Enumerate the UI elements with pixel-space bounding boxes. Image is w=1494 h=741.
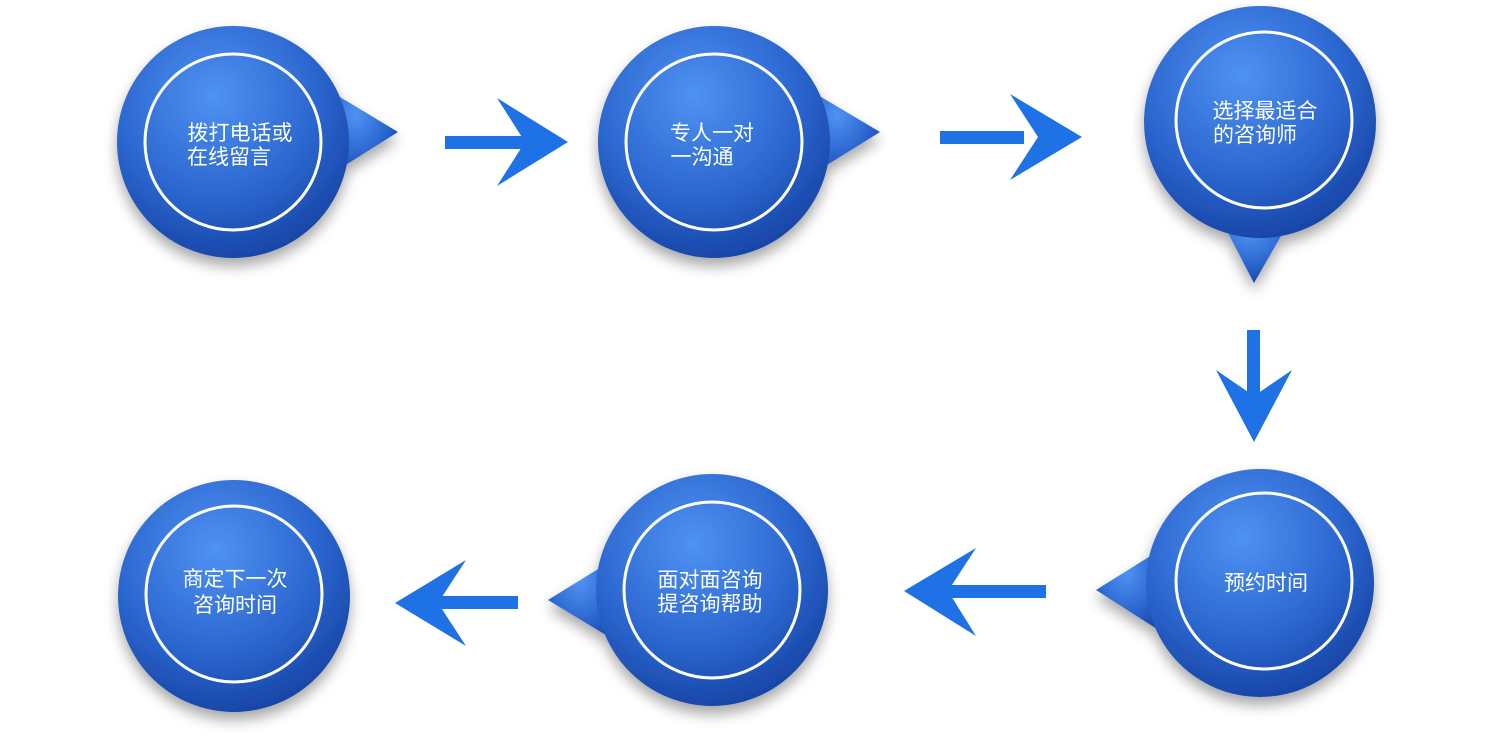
step-2-label-line1: 专人一对: [670, 121, 754, 145]
step-3-circle: [1144, 6, 1376, 238]
step-2-ring: [624, 52, 804, 232]
arrow-2-to-3: [940, 94, 1082, 180]
step-4-ring: [1174, 491, 1354, 671]
step-5-circle: [596, 474, 828, 706]
step-2-label-line2: 一沟通: [671, 145, 734, 169]
step-3-bubble: 选择最适合 的咨询师: [1144, 6, 1376, 283]
step-4-circle: [1146, 469, 1374, 697]
step-2-circle: [598, 26, 830, 258]
step-5-bubble: 面对面咨询 提咨询帮助: [548, 474, 828, 706]
step-6-ring: [144, 504, 324, 684]
step-6-label-line1: 商定下一次: [183, 567, 288, 591]
step-3-ring: [1174, 30, 1354, 210]
step-1-ring: [143, 52, 323, 232]
step-3-label-line2: 的咨询师: [1213, 123, 1297, 147]
step-5-label-line1: 面对面咨询: [658, 568, 763, 592]
step-6-bubble: 商定下一次 咨询时间: [118, 480, 350, 712]
step-1-label-line1: 拨打电话或: [188, 121, 293, 145]
step-6-circle: [118, 480, 350, 712]
step-1-bubble: 拨打电话或 在线留言: [117, 26, 398, 258]
step-1-circle: [117, 26, 349, 258]
step-1-label-line2: 在线留言: [187, 145, 271, 169]
step-5-label-line2: 提咨询帮助: [658, 592, 763, 616]
arrow-3-to-4: [1216, 330, 1292, 442]
arrow-5-to-6: [395, 560, 518, 646]
arrow-4-to-5: [904, 548, 1046, 636]
step-6-label-line2: 咨询时间: [193, 593, 277, 617]
step-3-label-line1: 选择最适合: [1213, 99, 1318, 123]
step-2-bubble: 专人一对 一沟通: [598, 26, 880, 258]
step-5-ring: [622, 500, 802, 680]
step-4-bubble: 预约时间: [1096, 469, 1374, 697]
arrow-1-to-2: [445, 98, 568, 186]
step-4-label-line1: 预约时间: [1224, 571, 1308, 595]
